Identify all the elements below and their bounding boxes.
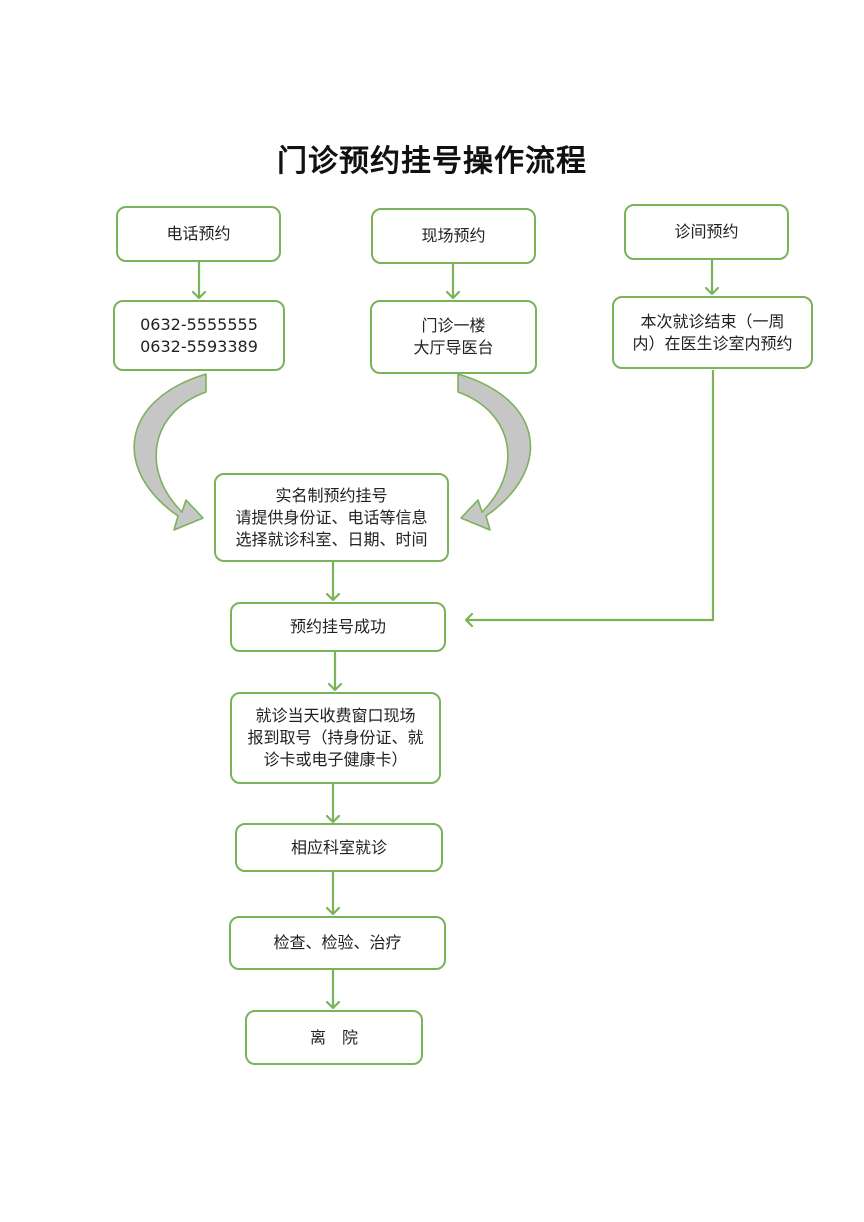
phone-number-1: 0632-5555555 bbox=[140, 314, 258, 334]
clinic-booking-box: 诊间预约 bbox=[624, 204, 789, 260]
curved-arrow-phone-to-realname bbox=[133, 373, 207, 531]
onsite-location-line-2: 大厅导医台 bbox=[413, 338, 494, 357]
curved-arrow-onsite-to-realname bbox=[457, 373, 532, 531]
checkin-line-2: 报到取号（持身份证、就 bbox=[247, 728, 424, 747]
department-visit-box: 相应科室就诊 bbox=[235, 823, 443, 872]
checkin-line-1: 就诊当天收费窗口现场 bbox=[255, 706, 416, 725]
page-title: 门诊预约挂号操作流程 bbox=[277, 144, 587, 179]
clinic-desc-line-2: 内）在医生诊室内预约 bbox=[632, 333, 793, 353]
exam-treatment-box: 检查、检验、治疗 bbox=[229, 916, 446, 970]
discharge-box: 离 院 bbox=[245, 1010, 423, 1065]
arrow-clinic-to-success bbox=[466, 370, 715, 620]
checkin-box: 就诊当天收费窗口现场 报到取号（持身份证、就 诊卡或电子健康卡） bbox=[230, 692, 441, 784]
onsite-booking-label: 现场预约 bbox=[421, 226, 486, 245]
realname-line-3: 选择就诊科室、日期、时间 bbox=[235, 529, 428, 549]
realname-line-1: 实名制预约挂号 bbox=[275, 485, 388, 505]
discharge-label: 离 院 bbox=[309, 1027, 358, 1047]
phone-number-2: 0632-5593389 bbox=[140, 336, 258, 356]
clinic-desc-box: 本次就诊结束（一周 内）在医生诊室内预约 bbox=[612, 296, 813, 369]
booking-success-box: 预约挂号成功 bbox=[230, 602, 446, 652]
realname-booking-box: 实名制预约挂号 请提供身份证、电话等信息 选择就诊科室、日期、时间 bbox=[214, 473, 449, 562]
clinic-booking-label: 诊间预约 bbox=[674, 222, 739, 241]
booking-success-label: 预约挂号成功 bbox=[289, 617, 386, 636]
clinic-desc-line-1: 本次就诊结束（一周 bbox=[640, 311, 785, 331]
onsite-location-line-1: 门诊一楼 bbox=[421, 316, 486, 335]
checkin-line-3: 诊卡或电子健康卡） bbox=[263, 750, 408, 769]
onsite-location-box: 门诊一楼 大厅导医台 bbox=[370, 300, 537, 374]
realname-line-2: 请提供身份证、电话等信息 bbox=[235, 507, 428, 527]
phone-booking-box: 电话预约 bbox=[116, 206, 281, 262]
phone-numbers-box: 0632-5555555 0632-5593389 bbox=[113, 300, 285, 371]
phone-booking-label: 电话预约 bbox=[166, 224, 231, 243]
exam-treatment-label: 检查、检验、治疗 bbox=[273, 933, 402, 952]
department-visit-label: 相应科室就诊 bbox=[290, 837, 387, 857]
onsite-booking-box: 现场预约 bbox=[371, 208, 536, 264]
